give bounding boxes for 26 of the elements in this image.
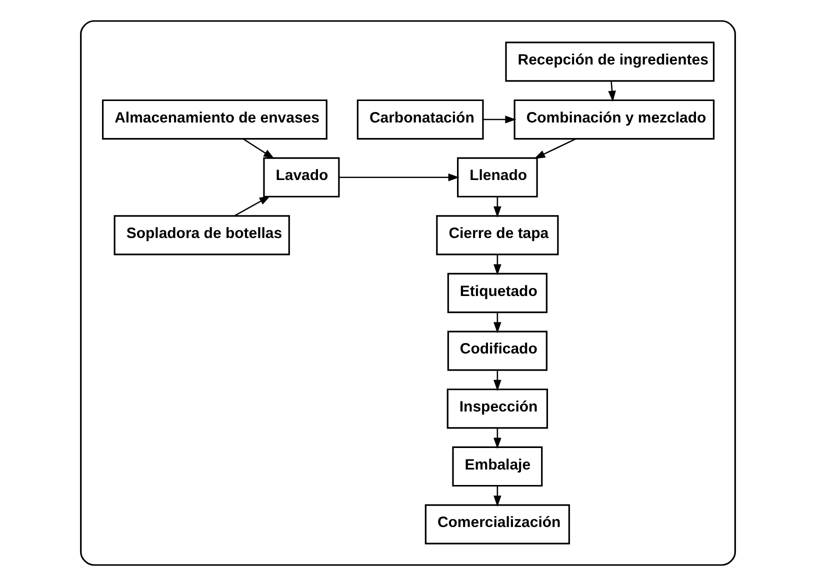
node-box: Almacenamiento de envases <box>102 99 327 140</box>
arrow <box>493 254 501 276</box>
arrow <box>493 312 501 334</box>
arrow <box>608 80 616 102</box>
node-box: Comercialización <box>424 504 570 544</box>
node-box: Etiquetado <box>446 272 547 314</box>
arrow <box>533 138 576 159</box>
node-box: Carbonatación <box>356 99 484 140</box>
node-box: Embalaje <box>452 446 542 487</box>
node-box: Lavado <box>262 157 340 198</box>
arrow <box>493 428 501 449</box>
node-box: Combinación y mezclado <box>513 99 714 140</box>
arrow <box>493 370 501 392</box>
node-box: Sopladora de botellas <box>113 215 290 256</box>
node-box: Llenado <box>456 157 538 198</box>
arrow <box>242 138 274 160</box>
arrow <box>338 173 459 182</box>
cluster <box>80 20 736 566</box>
node-box: Inspección <box>446 388 548 429</box>
node-box: Recepción de ingredientes <box>504 42 714 82</box>
arrow <box>482 116 516 124</box>
arrow <box>493 196 501 218</box>
arrow <box>493 486 501 507</box>
arrow <box>234 196 270 216</box>
node-box: Codificado <box>446 330 547 371</box>
node-box: Cierre de tapa <box>436 215 558 256</box>
